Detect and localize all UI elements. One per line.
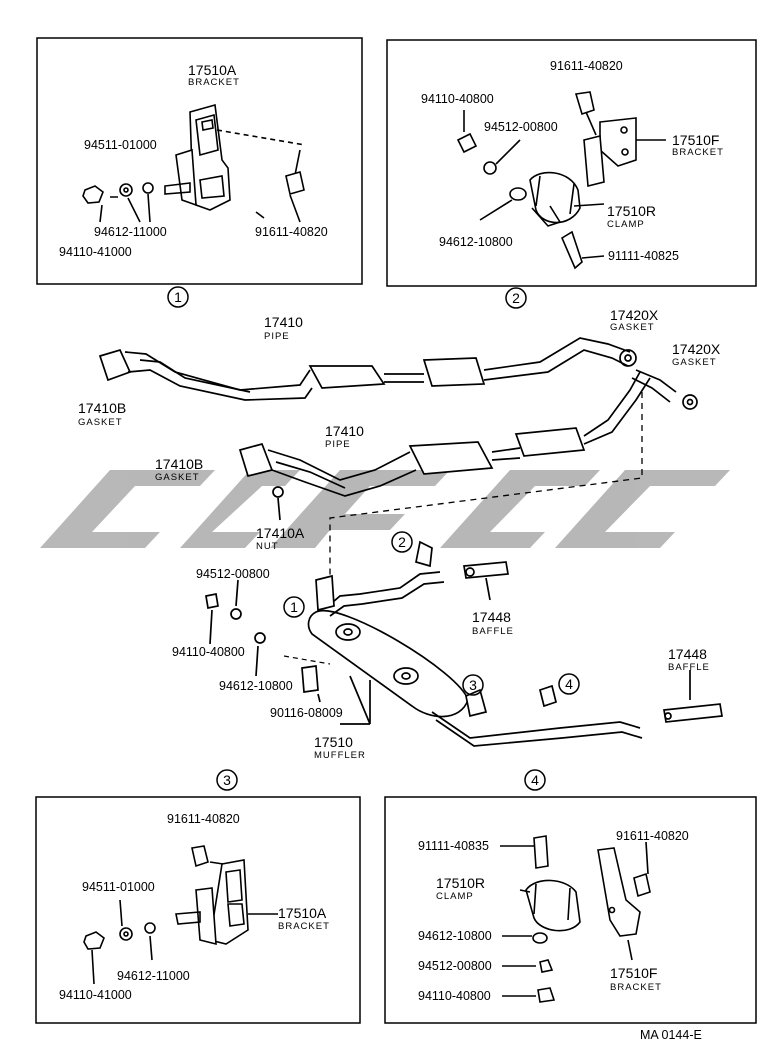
panel-1-labels: 17510A BRACKET 94511-01000 94612-11000 9… — [59, 62, 328, 259]
p4-part-3: 94612-10800 — [418, 929, 492, 943]
p3-part-2: 94511-01000 — [82, 880, 155, 894]
panel-3-labels: 91611-40820 94511-01000 17510A BRACKET 9… — [59, 812, 330, 1002]
panel-4-art — [500, 835, 651, 1003]
p4-part-1: 91111-40835 — [418, 839, 489, 853]
main-part-94110: 94110-40800 — [172, 645, 245, 659]
callouts — [167, 286, 580, 791]
p3-bracket-lbl: BRACKET — [278, 921, 330, 932]
p3-part-1: 91611-40820 — [167, 812, 240, 826]
panel-3-art — [83, 845, 278, 985]
callout-4-panel-num: 4 — [531, 772, 539, 788]
baffle-2-lbl: BAFFLE — [668, 662, 710, 673]
watermark-logo — [40, 470, 730, 548]
callout-4-main-num: 4 — [565, 676, 573, 692]
panel-1-frame — [36, 37, 363, 285]
pipe-1-no: 17410 — [264, 314, 303, 330]
panel-1-art — [82, 103, 306, 223]
p2-bracket-lbl: BRACKET — [672, 147, 724, 158]
panel-2-art — [456, 91, 666, 270]
panel-2-labels: 91611-40820 94110-40800 94512-00800 1751… — [421, 59, 724, 263]
callout-3-panel — [216, 769, 238, 791]
p1-part-1: 94511-01000 — [84, 138, 157, 152]
p3-part-4: 94110-41000 — [59, 988, 132, 1002]
main-part-94612: 94612-10800 — [219, 679, 293, 693]
callout-4-panel — [524, 769, 546, 791]
main-part-94512: 94512-00800 — [196, 567, 270, 581]
callout-numbers: 1 2 2 1 3 4 3 4 — [174, 289, 573, 788]
p1-part-2: 94612-11000 — [94, 225, 167, 239]
p4-bracket-lbl: BRACKET — [610, 982, 662, 993]
p1-bracket-lbl: BRACKET — [188, 77, 240, 88]
p3-part-3: 94612-11000 — [117, 969, 190, 983]
gasket-b2-no: 17410B — [155, 456, 203, 472]
gasket-b2-lbl: GASKET — [155, 472, 200, 483]
panel-4-frame — [384, 796, 757, 1024]
nut-lbl: NUT — [256, 541, 279, 552]
p4-bracket-no: 17510F — [610, 965, 657, 981]
p2-clamp-lbl: CLAMP — [607, 219, 645, 230]
callout-4-main — [558, 673, 580, 695]
callout-3-main-num: 3 — [469, 677, 477, 693]
callout-2-panel — [505, 287, 527, 309]
callout-2-panel-num: 2 — [512, 290, 520, 306]
p4-clamp-lbl: CLAMP — [436, 891, 474, 902]
gasket-x2-no: 17420X — [672, 341, 721, 357]
callout-3-panel-num: 3 — [223, 772, 231, 788]
main-exhaust-art — [98, 337, 723, 747]
panel-2-frame — [386, 39, 757, 287]
main-labels: 17410 PIPE 17420X GASKET 17420X GASKET 1… — [78, 307, 721, 761]
p4-part-4: 94512-00800 — [418, 959, 492, 973]
callout-1-panel-num: 1 — [174, 289, 182, 305]
p2-bracket-no: 17510F — [672, 132, 719, 148]
callout-1-main-num: 1 — [290, 599, 298, 615]
p2-part-5: 91111-40825 — [608, 249, 679, 263]
p2-part-3: 94512-00800 — [484, 120, 558, 134]
p4-part-5: 94110-40800 — [418, 989, 491, 1003]
gasket-b1-no: 17410B — [78, 400, 126, 416]
callout-1-panel — [167, 286, 189, 308]
gasket-x1-lbl: GASKET — [610, 322, 655, 333]
main-part-90116: 90116-08009 — [270, 706, 343, 720]
p4-clamp-no: 17510R — [436, 875, 485, 891]
p2-part-1: 91611-40820 — [550, 59, 623, 73]
pipe-2-lbl: PIPE — [325, 439, 351, 450]
diagram-code: MA 0144-E — [640, 1028, 702, 1042]
baffle-1-no: 17448 — [472, 609, 511, 625]
p1-bracket-no: 17510A — [188, 62, 237, 78]
gasket-b1-lbl: GASKET — [78, 417, 123, 428]
muffler-lbl: MUFFLER — [314, 750, 366, 761]
p2-part-2: 94110-40800 — [421, 92, 494, 106]
p1-part-4: 91611-40820 — [255, 225, 328, 239]
gasket-x1-no: 17420X — [610, 307, 659, 323]
p1-part-3: 94110-41000 — [59, 245, 132, 259]
p2-clamp-no: 17510R — [607, 203, 656, 219]
nut-no: 17410A — [256, 525, 305, 541]
callout-2-main-num: 2 — [398, 534, 406, 550]
panel-4-labels: 91111-40835 91611-40820 17510R CLAMP 946… — [418, 829, 689, 1003]
callout-2-main — [391, 531, 413, 553]
gasket-x2-lbl: GASKET — [672, 357, 717, 368]
callout-3-main — [462, 674, 484, 696]
baffle-2-no: 17448 — [668, 646, 707, 662]
pipe-2-no: 17410 — [325, 423, 364, 439]
p3-bracket-no: 17510A — [278, 905, 327, 921]
pipe-1-lbl: PIPE — [264, 331, 290, 342]
baffle-1-lbl: BAFFLE — [472, 626, 514, 637]
p2-part-4: 94612-10800 — [439, 235, 513, 249]
panel-3-frame — [35, 796, 361, 1024]
p4-part-2: 91611-40820 — [616, 829, 689, 843]
callout-1-main — [283, 596, 305, 618]
muffler-no: 17510 — [314, 734, 353, 750]
